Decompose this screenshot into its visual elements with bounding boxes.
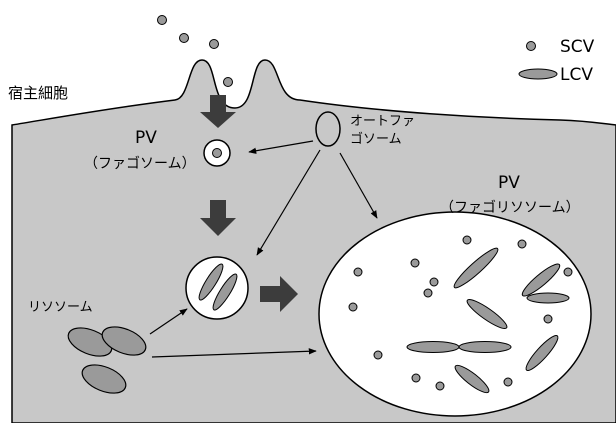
scv-particle	[158, 16, 167, 25]
scv-particle	[518, 240, 526, 248]
phagolysosome	[319, 212, 591, 416]
scv-particle	[374, 351, 382, 359]
phagolysosome-membrane	[319, 212, 591, 416]
scv-particle	[564, 268, 572, 276]
scv-particle	[213, 149, 222, 158]
pv-left-subtitle: （ファゴソーム）	[84, 155, 196, 172]
scv-particle	[436, 382, 444, 390]
lysosome-label: リソソーム	[28, 300, 93, 315]
autophagosome-label-line1: オートファ	[350, 114, 415, 129]
lcv-particle	[527, 293, 569, 303]
legend-lcv-label: LCV	[560, 65, 593, 85]
scv-particle	[180, 34, 189, 43]
scv-particle	[224, 78, 233, 87]
scv-particle	[354, 268, 362, 276]
scv-particle	[504, 378, 512, 386]
legend: SCV LCV	[519, 37, 595, 85]
scv-particle	[430, 278, 438, 286]
scv-particle	[411, 259, 419, 267]
legend-scv-symbol	[527, 42, 536, 51]
phagosome	[204, 140, 230, 166]
scv-particle	[412, 374, 420, 382]
scv-particle	[210, 40, 219, 49]
autophagosome-label-line2: ゴソーム	[350, 131, 402, 147]
scv-particle	[544, 315, 552, 323]
legend-scv-label: SCV	[560, 37, 595, 57]
legend-lcv-symbol	[519, 69, 557, 79]
host-cell-label: 宿主細胞	[8, 84, 68, 102]
lcv-particle	[407, 342, 459, 353]
pv-left-title: PV	[135, 128, 157, 148]
autophagosome	[316, 112, 340, 146]
pv-right-subtitle: （ファゴリソソーム）	[440, 199, 580, 216]
lcv-vacuole	[186, 257, 248, 319]
pv-right-title: PV	[498, 173, 520, 193]
lcv-particle	[459, 342, 511, 353]
scv-particle	[463, 236, 471, 244]
scv-particle	[349, 303, 357, 311]
scv-particle	[424, 289, 432, 297]
